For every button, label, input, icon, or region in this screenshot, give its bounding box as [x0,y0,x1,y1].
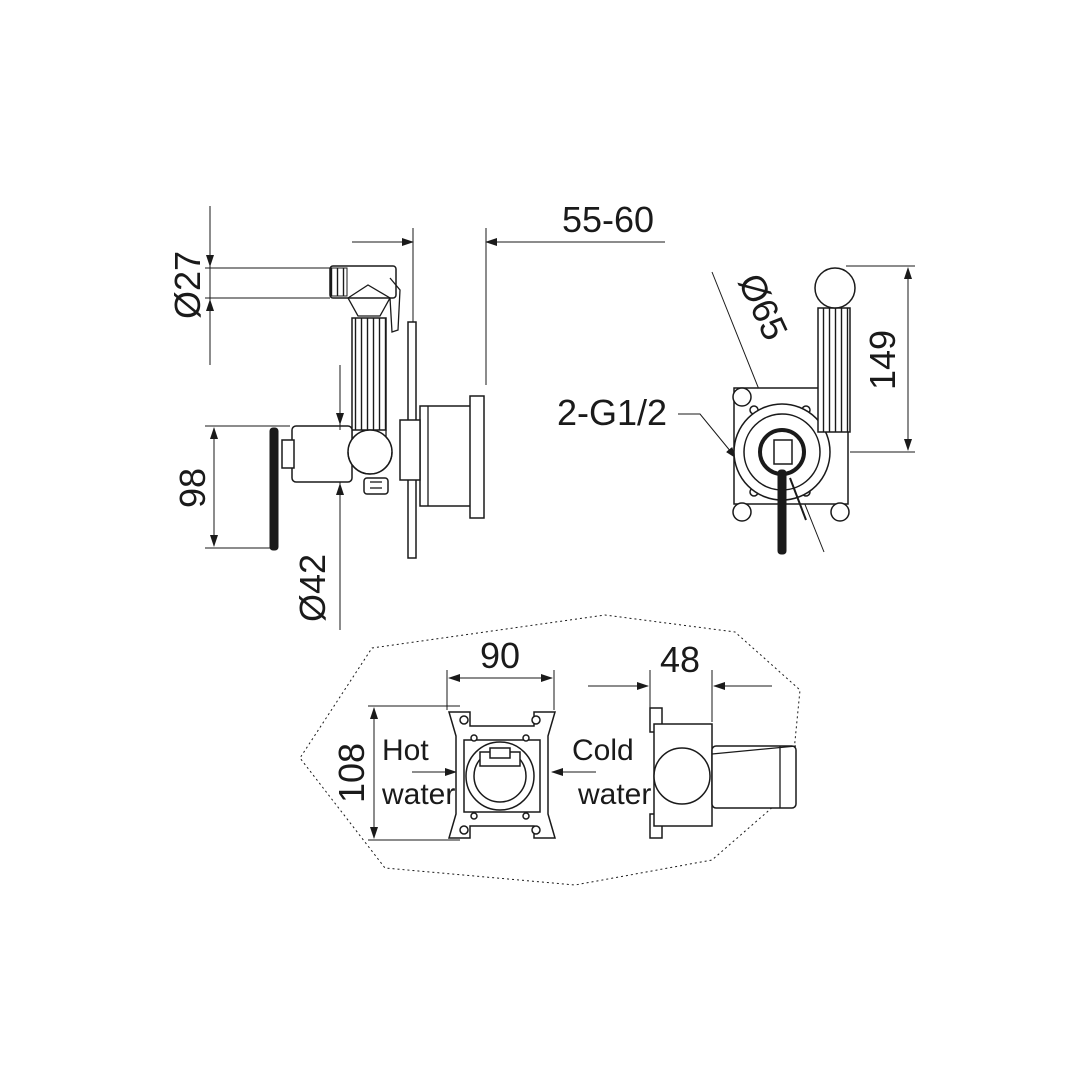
side-view: Ø27 55-60 [167,199,665,630]
front-view: Ø65 2-G1/2 [557,265,915,555]
hot-water-label-2: water [381,778,455,811]
holder-front [814,267,856,433]
dim-48: 48 [588,639,772,722]
dim-149: 149 [846,265,915,453]
dim-48-label: 48 [660,639,700,680]
spray-head [329,265,401,333]
dim-149-label: 149 [862,330,903,390]
dim-d27-label: Ø27 [167,251,208,319]
mixer-body-side [269,365,393,630]
cartridge-front [733,403,831,555]
dim-d27: Ø27 [167,206,330,365]
dim-90: 90 [446,635,555,710]
detail-outline [299,614,801,886]
dim-d42-label: Ø42 [292,554,333,622]
dim-98-label: 98 [172,468,213,508]
valve-detail: 90 108 Hot water [299,614,801,886]
dim-d65-label: Ø65 [730,267,796,346]
dim-108: 108 [331,705,460,841]
dim-90-label: 90 [480,635,520,676]
dim-55-60-label: 55-60 [562,199,654,240]
valve-box-front [448,711,556,839]
dim-55-60: 55-60 [352,199,665,385]
cold-water-label-2: water [577,778,651,811]
valve-body-side [399,395,485,519]
dim-108-label: 108 [331,743,372,803]
dim-g12-label: 2-G1/2 [557,392,667,433]
hot-water-label-1: Hot [382,734,429,767]
cold-water-label-1: Cold [572,734,634,767]
dim-98: 98 [172,425,290,549]
fluted-grip [351,317,387,441]
valve-box-side [649,707,797,839]
